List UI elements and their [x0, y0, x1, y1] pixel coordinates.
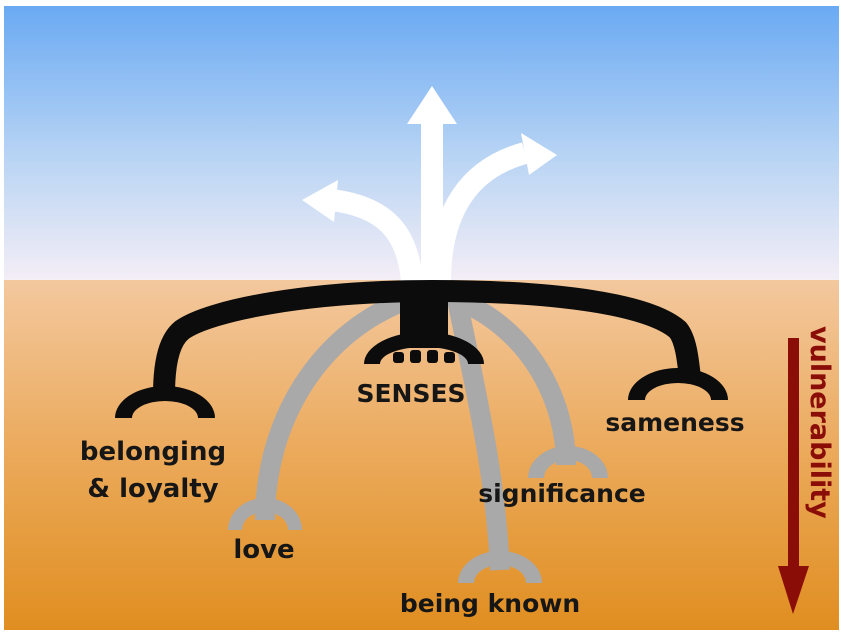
vulnerability-shaft — [788, 338, 799, 570]
root-sameness — [431, 280, 701, 380]
cap-love — [228, 498, 302, 530]
grey-roots — [255, 288, 576, 571]
vulnerability-label: vulnerability — [804, 326, 835, 519]
black-caps — [115, 290, 728, 418]
black-roots — [153, 280, 701, 396]
cap-senses — [364, 332, 484, 364]
senses-tooth-1 — [393, 352, 404, 363]
root-belonging — [153, 280, 433, 396]
cap-significance — [528, 446, 608, 478]
arrow-left-stem — [330, 189, 423, 284]
label-love: love — [233, 535, 294, 565]
arrow-left-head — [302, 180, 338, 222]
cap-belonging — [115, 386, 215, 418]
root-significance — [453, 290, 576, 466]
vulnerability-indicator: vulnerability — [778, 326, 835, 614]
label-being-known: being known — [400, 589, 580, 618]
arrow-right-stem — [429, 142, 529, 283]
label-belonging-1: belonging — [80, 437, 226, 467]
label-senses: SENSES — [356, 379, 465, 408]
arrow-heads — [302, 86, 557, 222]
grey-caps — [228, 446, 608, 583]
growth-arrows — [330, 118, 529, 284]
cap-being-known — [458, 551, 542, 583]
senses-tooth-4 — [444, 352, 455, 363]
senses-tooth-2 — [410, 350, 421, 363]
arrow-up-head — [407, 86, 457, 124]
arrow-right-head — [521, 133, 557, 175]
cap-sameness — [628, 368, 728, 400]
label-belonging-2: & loyalty — [87, 474, 218, 504]
root-love — [255, 288, 416, 521]
senses-tooth-3 — [427, 350, 438, 363]
label-sameness: sameness — [605, 408, 744, 437]
root-being-known — [447, 297, 510, 571]
vulnerability-arrowhead — [778, 566, 809, 614]
label-significance: significance — [478, 479, 646, 508]
